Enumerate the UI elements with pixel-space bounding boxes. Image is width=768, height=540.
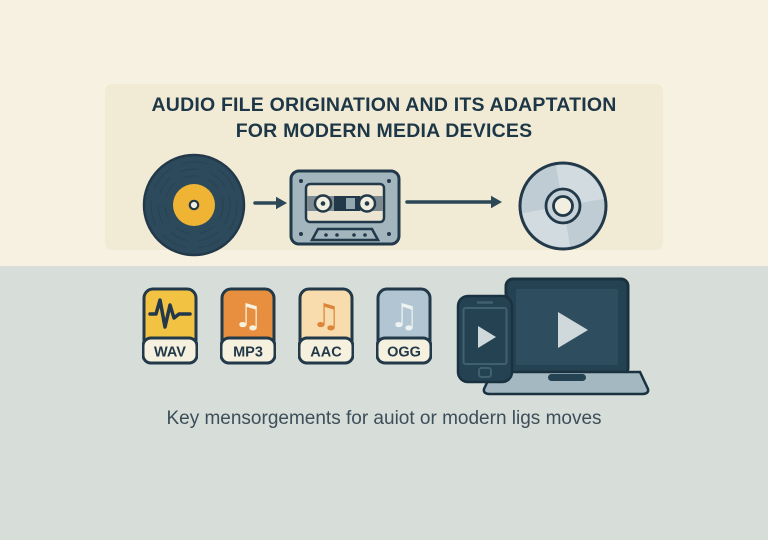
smartphone-icon — [456, 294, 514, 384]
play-icon — [558, 312, 588, 348]
format-label: OGG — [387, 345, 421, 361]
phone-home-button — [478, 367, 492, 378]
formats-devices-section: WAV ♫ MP3 ♫ AAC ♫ OGG — [0, 266, 768, 540]
compact-disc-icon — [518, 161, 608, 251]
play-icon — [478, 326, 496, 348]
music-note-icon: ♫ — [389, 296, 419, 335]
format-label: WAV — [154, 345, 186, 361]
arrow-right-icon — [253, 196, 287, 210]
format-label: MP3 — [233, 345, 263, 361]
vinyl-record-icon — [142, 153, 246, 257]
analog-flow-section: AUDIO FILE ORIGINATION AND ITS ADAPTATIO… — [0, 0, 768, 266]
music-note-icon: ♫ — [233, 296, 263, 335]
waveform-icon — [148, 298, 192, 329]
laptop-icon — [482, 277, 650, 396]
title-line-1: AUDIO FILE ORIGINATION AND ITS ADAPTATIO… — [151, 94, 617, 116]
phone-screen — [462, 307, 508, 365]
format-icon-ogg: ♫ OGG — [376, 287, 432, 365]
arrow-right-icon — [405, 195, 502, 209]
page-title: AUDIO FILE ORIGINATION AND ITS ADAPTATIO… — [0, 92, 768, 144]
title-line-2: FOR MODERN MEDIA DEVICES — [235, 120, 533, 142]
format-list: WAV ♫ MP3 ♫ AAC ♫ OGG — [142, 287, 432, 365]
playback-devices — [456, 277, 650, 396]
laptop-base — [482, 370, 650, 396]
format-icon-mp3: ♫ MP3 — [220, 287, 276, 365]
format-icon-wav: WAV — [142, 287, 198, 365]
cd-center-hole — [552, 195, 574, 217]
music-note-icon: ♫ — [311, 296, 341, 335]
format-icon-aac: ♫ AAC — [298, 287, 354, 365]
caption-text: Key mensorgements for auiot or modern li… — [166, 408, 602, 429]
format-label: AAC — [310, 345, 342, 361]
cassette-tape-icon — [289, 169, 401, 246]
media-evolution-flow — [142, 153, 608, 257]
vinyl-spindle-hole — [188, 199, 200, 211]
